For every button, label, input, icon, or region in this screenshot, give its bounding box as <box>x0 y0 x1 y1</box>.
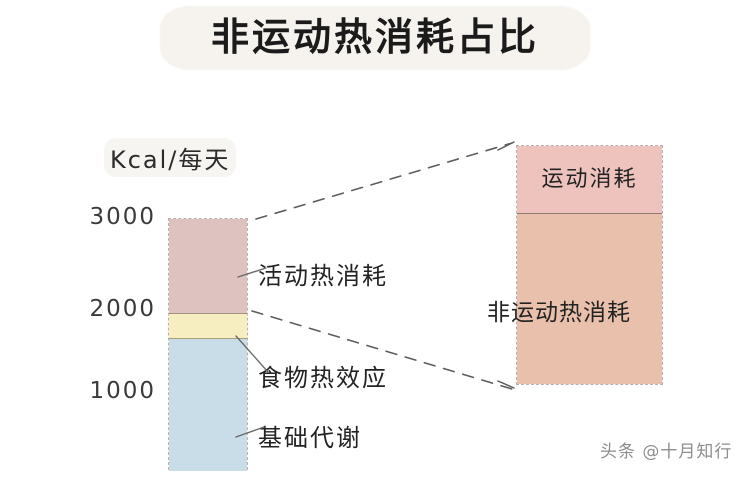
y-axis-tick-2000: 2000 <box>89 296 156 322</box>
bar-segment-basal-metabolism <box>169 339 247 471</box>
y-axis-unit-label: Kcal/每天 <box>104 138 237 177</box>
bar-segment-food-thermic-effect <box>169 314 247 339</box>
callout-label-exercise: 运动消耗 <box>541 167 638 192</box>
zoom-corner-tick-bottom <box>497 380 515 389</box>
bar-label-basal-metabolism: 基础代谢 <box>258 424 362 452</box>
bar-segment-activity-thermogenesis <box>169 219 247 314</box>
callout-zoom-panel: 运动消耗 <box>516 145 663 385</box>
callout-label-non-exercise: 非运动热消耗 <box>487 300 631 326</box>
stacked-bar-chart <box>168 218 248 471</box>
zoom-guide-top <box>255 142 513 220</box>
callout-segment-exercise: 运动消耗 <box>517 146 662 214</box>
title-highlight-band <box>160 6 590 70</box>
page-title: 非运动热消耗占比 <box>210 15 539 59</box>
y-axis-tick-1000: 1000 <box>89 378 156 404</box>
bar-label-food-thermic-effect: 食物热效应 <box>258 364 388 392</box>
bar-label-activity-thermogenesis: 活动热消耗 <box>258 262 388 290</box>
watermark: 头条 @十月知行 <box>600 442 733 462</box>
callout-segment-non-exercise <box>517 214 662 384</box>
zoom-corner-tick-top <box>497 141 515 151</box>
y-axis-tick-3000: 3000 <box>89 204 156 230</box>
